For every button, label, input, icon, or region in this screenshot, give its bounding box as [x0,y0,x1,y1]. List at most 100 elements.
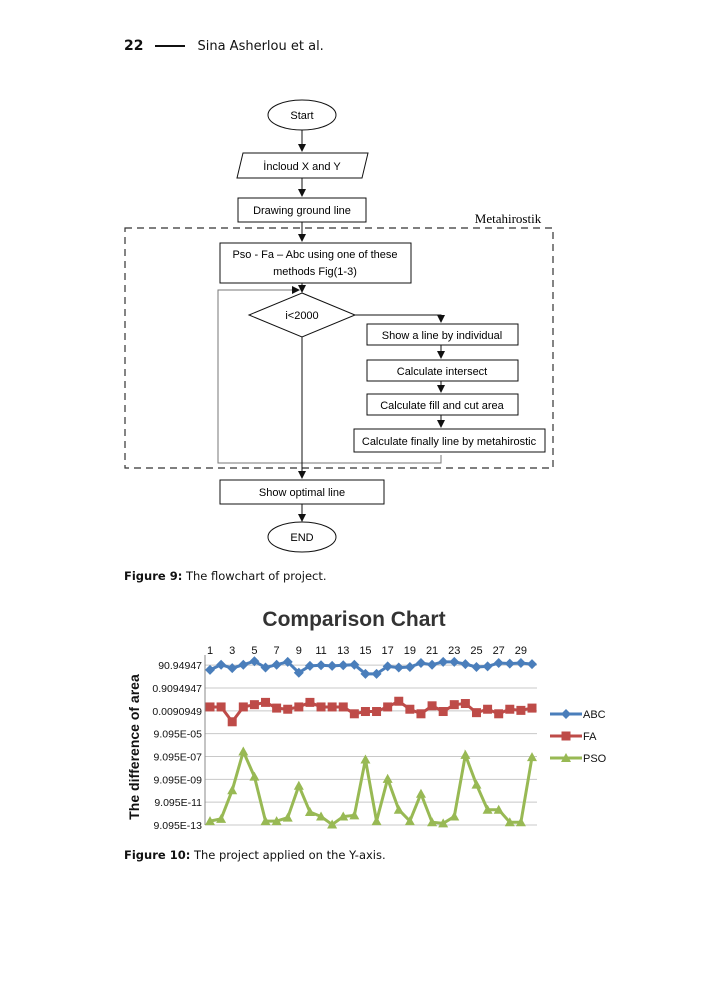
pso-point [360,754,371,764]
input-parallelogram [236,152,369,179]
end-terminal [267,521,337,553]
y-tick-label: 0.9094947 [152,683,202,695]
optimal-line-box [219,479,385,505]
chart-title: Comparison Chart [262,608,446,631]
x-tick-label: 13 [337,645,349,657]
figure10-caption: Figure 10: The project applied on the Y-… [124,848,386,862]
pso-point [293,780,304,790]
fa-point [405,704,415,714]
y-tick-label: 90.94947 [158,660,202,672]
pso-point [349,810,360,820]
step-fill-cut-box [366,393,519,416]
fa-point [494,709,504,719]
pso-point [304,806,315,816]
abc-point [282,656,293,667]
ground-line-label: Drawing ground line [253,205,351,217]
step-final-line-label: Calculate finally line by metahirostic [362,436,537,448]
fa-point [349,709,359,719]
series-pso [205,746,537,829]
legend-entry-fa: FA [550,731,597,743]
x-tick-label: 19 [404,645,416,657]
loop-connector [217,286,442,464]
pso-point [493,804,504,814]
legend-entry-pso: PSO [550,753,607,765]
fa-point [294,702,304,712]
series-abc [205,656,537,679]
step-show-line-box [366,323,519,346]
pso-point [282,812,293,822]
method-label-line1: Pso - Fa – Abc using one of these [232,249,397,261]
legend-label: ABC [583,709,606,721]
fa-point [460,699,470,709]
figure9-caption-text: The flowchart of project. [182,569,327,583]
abc-point [404,661,415,672]
fa-point [327,702,337,712]
figure10-caption-label: Figure 10: [124,848,191,862]
abc-point [304,660,315,671]
abc-point [382,661,393,672]
fa-point [316,702,326,712]
abc-line [209,659,533,676]
abc-point [393,662,404,673]
fa-point [261,697,271,707]
abc-point [349,659,360,670]
pso-point [460,749,471,759]
abc-point [249,656,260,667]
abc-point [449,656,460,667]
pso-point [438,818,449,828]
pso-point [527,752,537,762]
pso-point [205,816,215,826]
pso-point [515,817,526,827]
y-axis-label: The difference of area [126,674,142,820]
pso-point [404,816,415,826]
pso-point [382,773,393,783]
fa-point [427,701,437,711]
pso-point [338,811,349,821]
abc-point [216,659,227,670]
abc-point [460,659,471,670]
abc-point [360,668,371,679]
fa-point [505,704,515,714]
x-tick-label: 17 [382,645,394,657]
fa-point [205,702,215,712]
x-tick-label: 15 [359,645,371,657]
fa-point [438,707,448,717]
abc-point [205,664,215,675]
start-label: Start [290,110,313,122]
pso-point [327,819,338,829]
pso-point [471,779,482,789]
legend-marker [561,753,571,762]
chart-legend: ABC FA PSO [550,709,607,765]
comparison-chart: 9.095E-139.095E-119.095E-099.095E-079.09… [126,645,607,832]
fa-point [516,705,526,715]
fa-point [372,707,382,717]
step-intersect-label: Calculate intersect [397,366,488,378]
x-tick-label: 11 [315,645,326,657]
figure9-caption-label: Figure 9: [124,569,183,583]
fa-point [283,704,293,714]
y-tick-label: 0.0090949 [152,706,202,718]
x-tick-label: 23 [448,645,460,657]
abc-point [316,660,327,671]
abc-point [427,659,438,670]
optimal-line-label: Show optimal line [259,487,345,499]
y-tick-label: 9.095E-09 [154,774,203,786]
chart-grid [204,655,537,826]
y-tick-labels: 9.095E-139.095E-119.095E-099.095E-079.09… [152,660,202,832]
abc-point [227,663,238,674]
ground-line-box [237,197,367,223]
fa-point [216,702,226,712]
fa-point [238,702,248,712]
abc-point [415,657,426,668]
header-rule [155,45,186,47]
step-intersect-box [366,359,519,382]
flowchart: Metahirostik Start İncloud X and Y Drawi… [124,99,554,553]
fa-point [483,704,493,714]
fa-point [416,709,426,719]
legend-label: FA [583,731,597,743]
abc-point [504,658,515,669]
method-box [219,242,412,284]
x-tick-label: 7 [274,645,280,657]
y-tick-label: 9.095E-11 [154,797,202,809]
fa-point [338,702,348,712]
